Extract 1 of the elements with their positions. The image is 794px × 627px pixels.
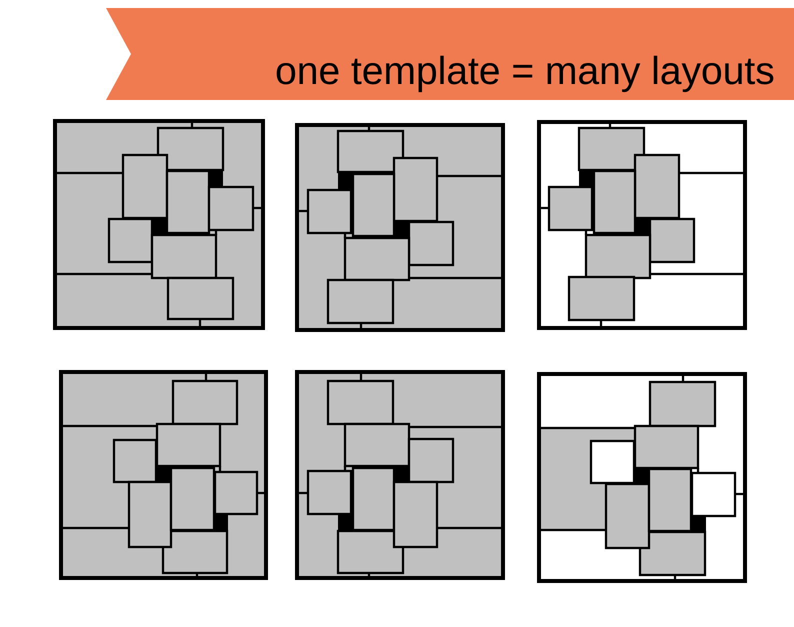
title: one template = many layouts <box>276 56 774 92</box>
